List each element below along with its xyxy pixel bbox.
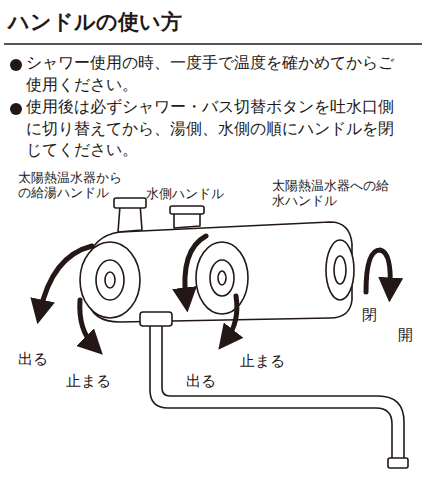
action-label: 出る xyxy=(18,350,48,368)
part-name: 太陽熱温水器への給水ハンドル xyxy=(272,178,392,208)
page-title: ハンドルの使い方 xyxy=(8,8,182,36)
action-label: 止まる xyxy=(66,372,111,390)
title-rule xyxy=(4,43,422,45)
bullet-dot xyxy=(10,103,22,115)
action-label: 止まる xyxy=(240,352,285,370)
action-label: 閉 xyxy=(362,306,377,324)
usage-note: シャワー使用の時、一度手で温度を確かめてからご使用ください。 xyxy=(26,52,408,95)
part-name: 水側ハンドル xyxy=(146,186,224,201)
usage-note: 使用後は必ずシャワー・バス切替ボタンを吐水口側に切り替えてから、湯側、水側の順に… xyxy=(26,96,408,161)
part-name: 太陽熱温水器からの給湯ハンドル xyxy=(18,170,122,200)
bullet-dot xyxy=(10,59,22,71)
action-label: 出る xyxy=(186,372,216,390)
action-label: 開 xyxy=(398,326,413,344)
